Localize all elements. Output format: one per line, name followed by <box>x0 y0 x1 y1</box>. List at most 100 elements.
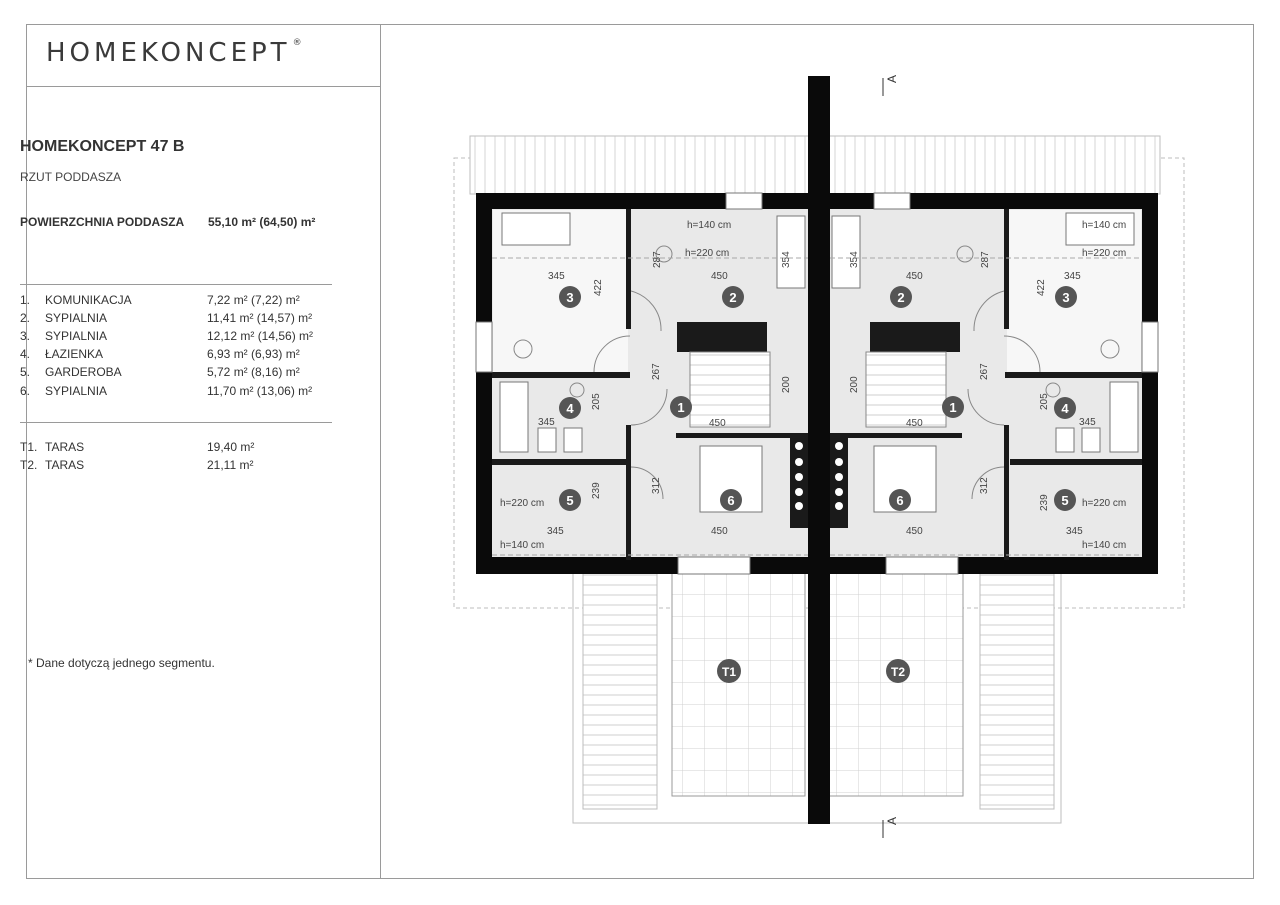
room-badge: 2 <box>729 290 736 305</box>
total-area-value: 55,10 m² (64,50) m² <box>208 215 316 229</box>
height-label: h=140 cm <box>1082 540 1126 551</box>
room-area: 6,93 m² (6,93) m² <box>207 347 300 361</box>
dim-label: 345 <box>1066 526 1083 537</box>
fixtures <box>513 245 1120 500</box>
room-badge: 4 <box>1061 401 1069 416</box>
room-number: 5. <box>20 365 31 379</box>
room-name: ŁAZIENKA <box>45 347 104 361</box>
room-number: 3. <box>20 329 31 343</box>
terrace-edge-left <box>582 572 658 810</box>
room-area: 11,41 m² (14,57) m² <box>207 311 313 325</box>
terrace-name: TARAS <box>45 458 85 472</box>
terrace-edge-right <box>979 572 1055 810</box>
terrace-number: T1. <box>20 440 38 454</box>
terrace-number: T2. <box>20 458 38 472</box>
terrace-row: T1. TARAS 19,40 m² <box>20 440 340 457</box>
room-row: 3. SYPIALNIA 12,12 m² (14,56) m² <box>20 329 340 346</box>
height-label: h=220 cm <box>1082 248 1126 259</box>
dim-label: 354 <box>849 251 860 268</box>
height-label: h=140 cm <box>1082 220 1126 231</box>
room-badge: 5 <box>1061 493 1068 508</box>
staircase-right <box>865 351 947 428</box>
dim-label: 450 <box>709 418 726 429</box>
dim-label: 450 <box>711 526 728 537</box>
section-marker-top: A <box>885 75 899 83</box>
room-badge: 4 <box>566 401 574 416</box>
dim-label: 345 <box>548 271 565 282</box>
section-markers: A A <box>882 75 899 838</box>
room-row: 4. ŁAZIENKA 6,93 m² (6,93) m² <box>20 347 340 364</box>
dimension-labels: 345 345 450 450 345 345 450 450 450 450 … <box>500 220 1126 551</box>
room-badge: 3 <box>1062 290 1069 305</box>
dim-label: 450 <box>906 418 923 429</box>
dim-label: 345 <box>1064 271 1081 282</box>
section-marker-bottom: A <box>885 817 899 825</box>
terrace-area: 19,40 m² <box>207 440 255 454</box>
info-panel: HOMEKONCEPT® <box>26 24 381 879</box>
plan-subtitle: RZUT PODDASZA <box>20 170 122 184</box>
dim-label: 200 <box>849 376 860 393</box>
room-row: 2. SYPIALNIA 11,41 m² (14,57) m² <box>20 311 340 328</box>
room-area: 12,12 m² (14,56) m² <box>207 329 314 343</box>
room-area: 5,72 m² (8,16) m² <box>207 365 300 379</box>
room-badge: 6 <box>896 493 903 508</box>
dim-label: 345 <box>538 417 555 428</box>
room-row: 5. GARDEROBA 5,72 m² (8,16) m² <box>20 365 340 382</box>
dim-label: 312 <box>651 477 662 494</box>
total-area-label: POWIERZCHNIA PODDASZA <box>20 215 185 229</box>
dim-label: 287 <box>652 251 663 268</box>
terrace-area: 21,11 m² <box>207 458 254 472</box>
drawing-sheet <box>26 24 1254 879</box>
room-area: 11,70 m² (13,06) m² <box>207 384 313 398</box>
dim-label: 345 <box>1079 417 1096 428</box>
footnote: * Dane dotyczą jednego segmentu. <box>28 656 215 670</box>
dim-label: 267 <box>979 363 990 380</box>
dim-label: 200 <box>781 376 792 393</box>
dim-label: 422 <box>1036 279 1047 296</box>
room-area: 7,22 m² (7,22) m² <box>207 293 300 307</box>
terrace-badge: T2 <box>891 665 905 679</box>
height-lines <box>492 257 1142 556</box>
terrace-name: TARAS <box>45 440 85 454</box>
divider <box>20 422 332 423</box>
room-number: 6. <box>20 384 31 398</box>
dim-label: 312 <box>979 477 990 494</box>
dim-label: 422 <box>593 279 604 296</box>
room-badges: 3 3 2 2 1 1 4 4 6 6 5 5 T1 T2 <box>559 286 1077 683</box>
dim-label: 239 <box>1039 494 1050 511</box>
room-number: 4. <box>20 347 31 361</box>
dim-label: 205 <box>1039 393 1050 410</box>
room-number: 1. <box>20 293 31 307</box>
room-badge: 6 <box>727 493 734 508</box>
dim-label: 450 <box>711 271 728 282</box>
dim-label: 267 <box>651 363 662 380</box>
dim-label: 345 <box>547 526 564 537</box>
room-row: 6. SYPIALNIA 11,70 m² (13,06) m² <box>20 384 340 401</box>
exterior-walls <box>476 76 1158 824</box>
dim-label: 239 <box>591 482 602 499</box>
height-label: h=140 cm <box>687 220 731 231</box>
room-name: SYPIALNIA <box>45 311 108 325</box>
dim-label: 205 <box>591 393 602 410</box>
room-name: SYPIALNIA <box>45 329 108 343</box>
room-name: GARDEROBA <box>45 365 122 379</box>
dim-label: 450 <box>906 271 923 282</box>
project-title: HOMEKONCEPT 47 B <box>20 138 185 155</box>
room-name: SYPIALNIA <box>45 384 108 398</box>
room-badge: 5 <box>566 493 573 508</box>
furniture <box>499 212 1139 513</box>
staircase-left <box>689 351 771 428</box>
height-label: h=140 cm <box>500 540 544 551</box>
dim-label: 354 <box>781 251 792 268</box>
floor-plan: A A 345 345 450 450 345 345 450 450 450 … <box>453 75 1185 838</box>
windows <box>475 192 1159 575</box>
room-badge: 1 <box>677 400 684 415</box>
brand-logo: HOMEKONCEPT® <box>46 38 302 68</box>
height-label: h=220 cm <box>1082 498 1126 509</box>
height-label: h=220 cm <box>685 248 729 259</box>
room-badge: 3 <box>566 290 573 305</box>
terrace-t1 <box>671 572 806 797</box>
terrace-row: T2. TARAS 21,11 m² <box>20 458 340 475</box>
dim-label: 450 <box>906 526 923 537</box>
room-name: KOMUNIKACJA <box>45 293 132 307</box>
